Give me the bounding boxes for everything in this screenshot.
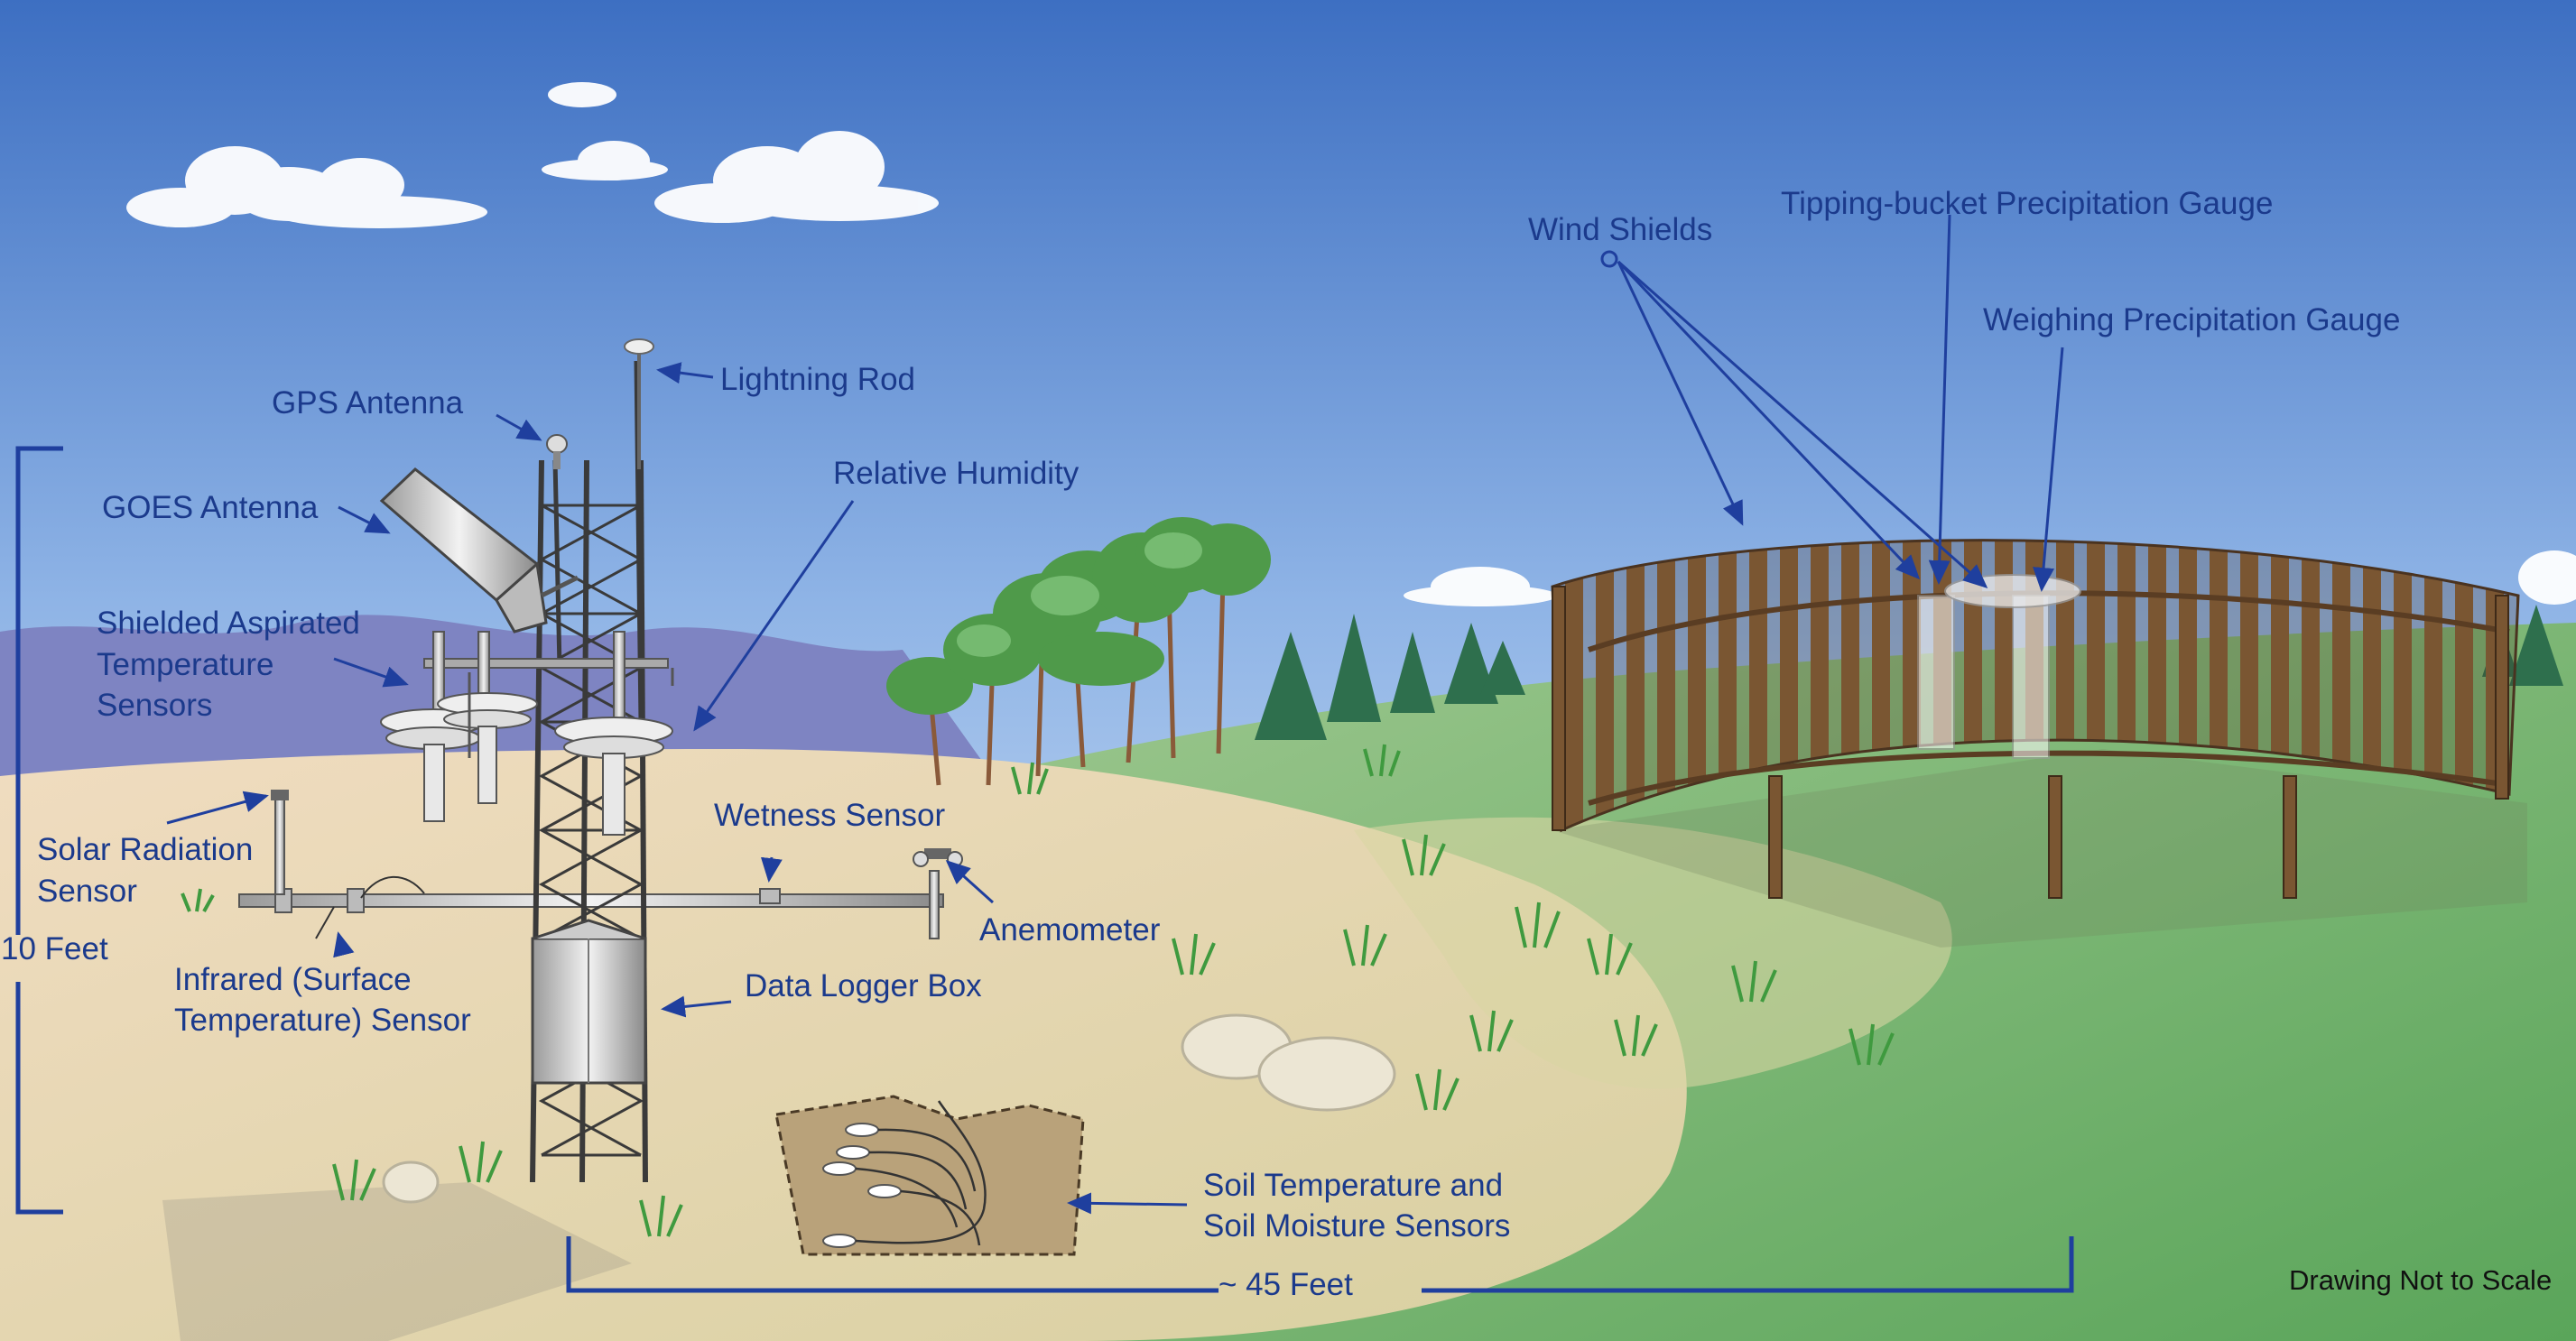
shielded-sensors <box>380 631 674 836</box>
goes-antenna-shape <box>379 467 579 634</box>
wind-shields-label: Wind Shields <box>1528 212 1713 247</box>
infrared-label-line1: Infrared (Surface <box>174 962 412 997</box>
leader-lines <box>166 214 2064 1215</box>
tipping-bucket-label: Tipping-bucket Precipitation Gauge <box>1781 186 2274 221</box>
solar-radiation-label-line2: Sensor <box>37 874 137 909</box>
gps-antenna-shape <box>546 434 568 469</box>
height-dimension-label: 10 Feet <box>1 931 108 966</box>
lightning-rod-label: Lightning Rod <box>720 362 915 397</box>
anemometer-label: Anemometer <box>979 912 1161 948</box>
shielded-temp-label-line1: Shielded Aspirated <box>97 606 360 641</box>
soil-sensors-label-line2: Soil Moisture Sensors <box>1203 1208 1511 1244</box>
shielded-temp-label-line2: Temperature <box>97 647 274 682</box>
gps-antenna-label: GPS Antenna <box>272 385 464 421</box>
shielded-temp-label-line3: Sensors <box>97 688 213 723</box>
infrared-label-line2: Temperature) Sensor <box>174 1003 471 1038</box>
scale-note: Drawing Not to Scale <box>2289 1264 2553 1296</box>
clouds <box>126 82 2576 606</box>
sensor-boom <box>238 790 963 939</box>
soil-pit <box>774 1095 1085 1256</box>
lightning-rod <box>624 338 654 469</box>
dimension-width <box>566 1236 2074 1293</box>
data-logger-box <box>531 919 647 1085</box>
dimension-height <box>15 446 63 1215</box>
weighing-gauge-label: Weighing Precipitation Gauge <box>1983 302 2401 338</box>
wind-shields-marker <box>1600 250 1618 268</box>
wetness-sensor-label: Wetness Sensor <box>714 798 946 833</box>
solar-radiation-label-line1: Solar Radiation <box>37 832 254 867</box>
width-dimension-label: ~ 45 Feet <box>1219 1267 1353 1302</box>
goes-antenna-label: GOES Antenna <box>102 490 319 525</box>
data-logger-label: Data Logger Box <box>745 968 982 1003</box>
soil-sensors-label-line1: Soil Temperature and <box>1203 1168 1504 1203</box>
rocks <box>382 1013 1396 1204</box>
precip-fence <box>1551 539 2527 948</box>
relative-humidity-label: Relative Humidity <box>833 456 1080 491</box>
tree-group <box>886 517 1271 786</box>
